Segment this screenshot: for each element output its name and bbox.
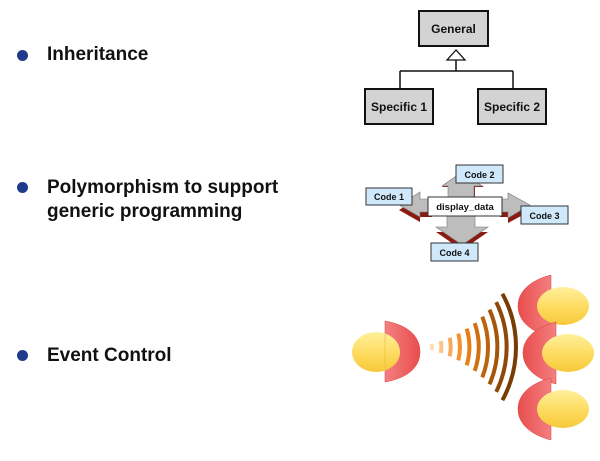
wave-arc (472, 322, 481, 372)
polymorphism-diagram: display_data Code 1 Code 2 Code 3 Code 4 (365, 164, 569, 262)
code-4-box (430, 242, 479, 262)
receiver-egg-icon (522, 321, 594, 385)
specific-1-box (364, 88, 434, 125)
wave-arc (456, 333, 462, 361)
display-data-label: display_data (436, 202, 494, 213)
bullet-text-polymorphism-line2: generic programming (47, 201, 243, 222)
bullet-dot-icon (17, 350, 28, 361)
specific-1-label: Specific 1 (371, 100, 427, 114)
display-data-box (427, 196, 503, 217)
code-2-box (455, 164, 504, 184)
bullet-dot-icon (17, 182, 28, 193)
wave-arc (464, 328, 472, 366)
inheritance-arrow-icon (445, 49, 467, 61)
bullet-text-event-control: Event Control (47, 345, 172, 366)
specific-2-box (477, 88, 547, 125)
code-3-label: Code 3 (529, 211, 559, 221)
code-1-box (365, 187, 413, 206)
bullet-text-inheritance: Inheritance (47, 44, 149, 65)
code-1-label: Code 1 (374, 192, 404, 202)
signal-waves-icon (429, 292, 518, 402)
general-box (418, 10, 489, 47)
specific-2-label: Specific 2 (484, 100, 540, 114)
bullet-text-polymorphism-line1: Polymorphism to support (47, 177, 279, 198)
event-control-diagram (352, 274, 594, 441)
bullet-dot-icon (17, 50, 28, 61)
code-4-label: Code 4 (439, 248, 469, 258)
arrow-down-icon (435, 211, 489, 246)
wave-arc (487, 308, 500, 386)
code-2-label: Code 2 (464, 170, 494, 180)
wave-arc (500, 292, 518, 402)
sender-egg-icon (352, 320, 421, 383)
code-3-box (520, 205, 569, 225)
wave-arc (480, 315, 490, 379)
wave-arc (447, 337, 453, 357)
receiver-egg-icon (517, 377, 589, 441)
receiver-egg-icon (517, 274, 589, 338)
inheritance-diagram: General Specific 1 Specific 2 (364, 10, 547, 125)
general-label: General (431, 22, 476, 36)
wave-arc (494, 301, 509, 393)
